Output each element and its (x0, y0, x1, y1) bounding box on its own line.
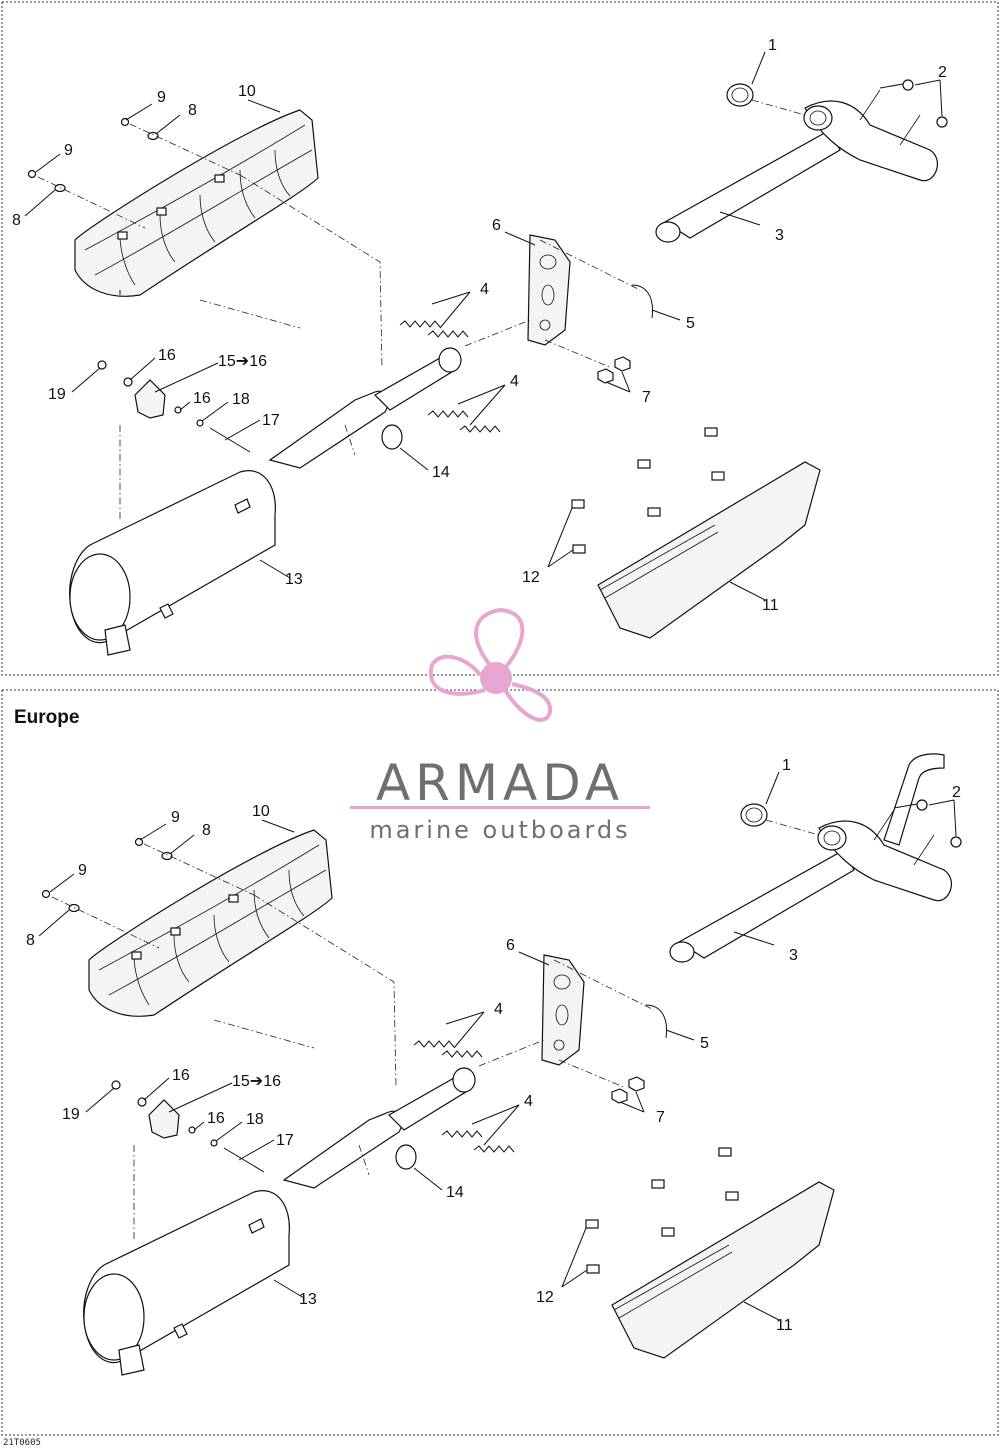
callout-10: 10 (238, 83, 256, 100)
callout-16: 16 (207, 1110, 225, 1127)
region-label-europe: Europe (14, 707, 79, 728)
callout-13: 13 (285, 571, 303, 588)
callout-19: 19 (48, 386, 66, 403)
callout-2: 2 (938, 64, 947, 81)
callout-4: 4 (480, 281, 489, 298)
callout-8: 8 (26, 932, 35, 949)
callout-15-16: 15➔16 (232, 1073, 281, 1090)
callout-1: 1 (768, 37, 777, 54)
callout-11: 11 (762, 597, 779, 614)
callout-17: 17 (276, 1132, 294, 1149)
callout-3: 3 (775, 227, 784, 244)
callout-4: 4 (494, 1001, 503, 1018)
propeller-logo-icon (428, 607, 553, 722)
drawing-code: 21T0605 (3, 1438, 41, 1448)
callout-18: 18 (232, 391, 250, 408)
callout-9: 9 (64, 142, 73, 159)
panel-standard: 1 2 3 4 4 5 6 7 8 8 9 9 10 11 12 13 14 1… (12, 37, 948, 656)
callout-19: 19 (62, 1106, 80, 1123)
callout-16: 16 (158, 347, 176, 364)
callout-16: 16 (172, 1067, 190, 1084)
panel-europe: 1 2 3 4 4 5 6 7 8 8 9 9 10 11 12 13 14 1… (26, 753, 962, 1376)
callout-18: 18 (246, 1111, 264, 1128)
panel-frame-standard (1, 1, 999, 676)
callout-5: 5 (700, 1035, 709, 1052)
callout-16: 16 (193, 390, 211, 407)
callout-9: 9 (78, 862, 87, 879)
callout-9: 9 (157, 89, 166, 106)
callout-8: 8 (12, 212, 21, 229)
callout-11: 11 (776, 1317, 793, 1334)
callout-17: 17 (262, 412, 280, 429)
callout-3: 3 (789, 947, 798, 964)
callout-4: 4 (510, 373, 519, 390)
armada-watermark: ARMADA marine outboards (350, 607, 650, 844)
callout-15-16: 15➔16 (218, 353, 267, 370)
callout-7: 7 (642, 389, 651, 406)
watermark-brand: ARMADA (376, 754, 624, 812)
callout-1: 1 (782, 757, 791, 774)
callout-2: 2 (952, 784, 961, 801)
callout-6: 6 (492, 217, 501, 234)
callout-10: 10 (252, 803, 270, 820)
callout-5: 5 (686, 315, 695, 332)
callout-4: 4 (524, 1093, 533, 1110)
exhaust-assembly-drawing-europe (41, 799, 962, 1376)
callout-7: 7 (656, 1109, 665, 1126)
callout-13: 13 (299, 1291, 317, 1308)
callout-14: 14 (446, 1184, 464, 1201)
callout-12: 12 (522, 569, 540, 586)
watermark-tagline: marine outboards (369, 816, 630, 844)
callout-8: 8 (188, 102, 197, 119)
callout-8: 8 (202, 822, 211, 839)
callout-12: 12 (536, 1289, 554, 1306)
callout-14: 14 (432, 464, 450, 481)
callout-6: 6 (506, 937, 515, 954)
exhaust-assembly-drawing (27, 79, 948, 656)
callout-9: 9 (171, 809, 180, 826)
